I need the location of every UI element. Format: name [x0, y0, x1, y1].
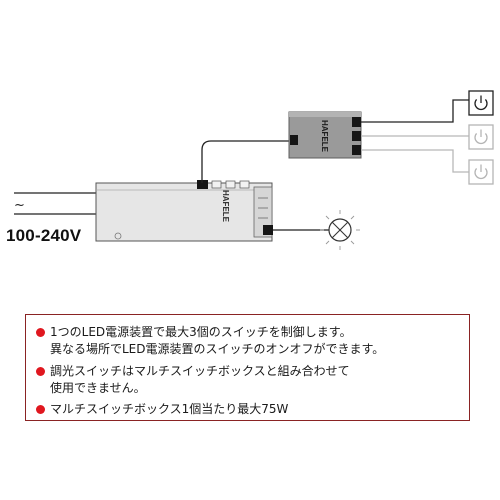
power-icon [474, 95, 488, 111]
multi-switchbox: HAFELE [288, 111, 362, 159]
note-item: 1つのLED電源装置で最大3個のスイッチを制御します。 異なる場所でLED電源装… [36, 324, 384, 358]
switch-wires [361, 99, 469, 173]
bullet-icon [36, 366, 45, 376]
bullet-icon [36, 327, 45, 337]
note-line: 異なる場所でLED電源装置のスイッチのオンオフができます。 [50, 342, 385, 356]
note-line: 使用できません。 [50, 381, 146, 395]
lamp-icon [320, 210, 360, 250]
ac-symbol: ~ [14, 198, 25, 213]
switchbox-brand: HAFELE [320, 120, 329, 153]
notes-box: 1つのLED電源装置で最大3個のスイッチを制御します。 異なる場所でLED電源装… [25, 314, 470, 421]
power-supply-brand: HAFELE [221, 190, 230, 223]
note-line: マルチスイッチボックス1個当たり最大75W [50, 402, 289, 416]
wiring-diagram: ~ HAFELE HAFELE [14, 90, 494, 250]
led-power-supply: HAFELE [95, 180, 273, 242]
switch-1 [468, 90, 494, 116]
note-item: 調光スイッチはマルチスイッチボックスと組み合わせて 使用できません。 [36, 363, 350, 397]
bullet-icon [36, 404, 45, 414]
switch-2 [468, 124, 494, 150]
power-icon [474, 129, 488, 145]
switch-3 [468, 159, 494, 185]
power-icon [474, 164, 488, 180]
mains-wires [14, 192, 96, 215]
note-line: 1つのLED電源装置で最大3個のスイッチを制御します。 [50, 325, 352, 339]
switchbox-cable [201, 140, 292, 183]
note-item: マルチスイッチボックス1個当たり最大75W [36, 401, 288, 418]
supply-voltage-label: 100-240V [6, 226, 82, 245]
note-line: 調光スイッチはマルチスイッチボックスと組み合わせて [50, 364, 350, 378]
